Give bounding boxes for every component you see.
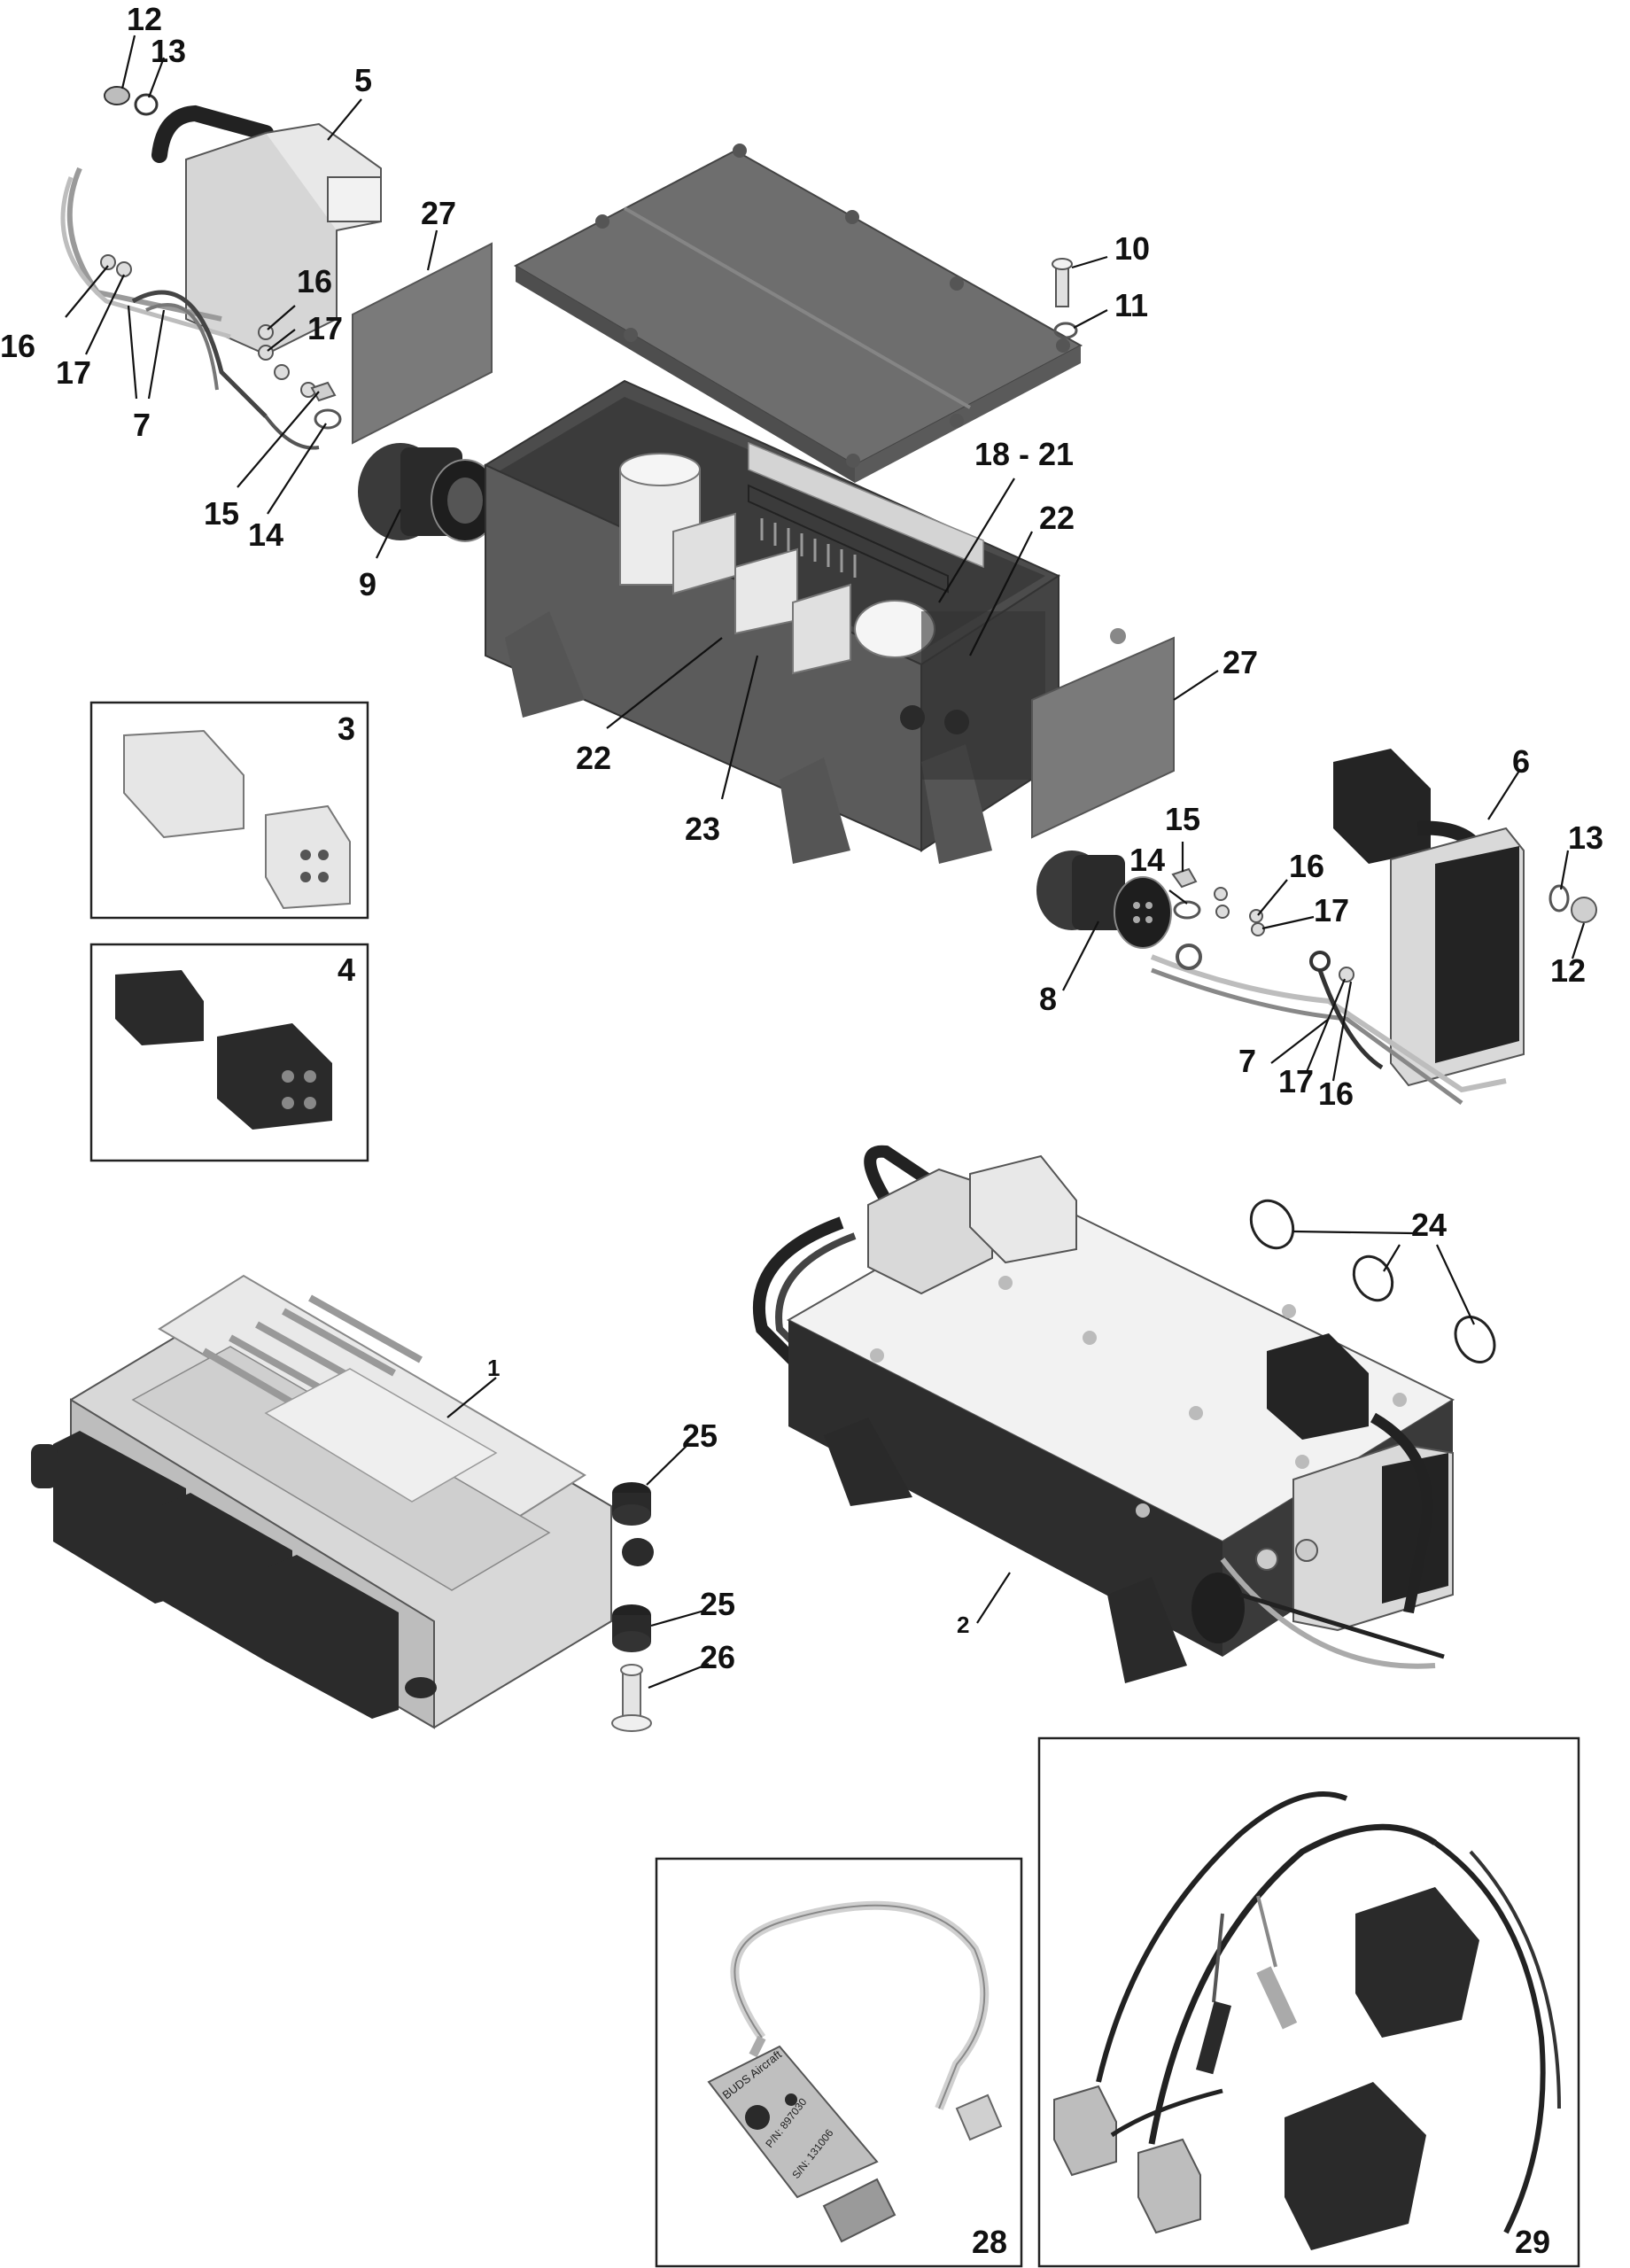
callout-25: 25 — [682, 1418, 718, 1454]
callout-1: 1 — [487, 1355, 500, 1381]
connector-assembly-6 — [1150, 749, 1525, 1106]
callout-18-21: 18 - 21 — [974, 436, 1074, 472]
callout-16: 16 — [0, 328, 35, 364]
callout-7: 7 — [1238, 1043, 1256, 1079]
callout-9: 9 — [359, 566, 376, 602]
inset-box-3 — [89, 701, 369, 920]
callout-8: 8 — [1039, 981, 1057, 1017]
connector-pair-white — [123, 729, 351, 910]
callout-14: 14 — [248, 517, 283, 553]
callout-14: 14 — [1129, 842, 1165, 878]
cable-gland-8 — [1036, 850, 1172, 949]
callout-15: 15 — [1165, 801, 1200, 837]
callout-7: 7 — [133, 407, 151, 443]
connector-assembly-5 — [60, 86, 382, 450]
callout-13: 13 — [151, 33, 186, 69]
callout-12: 12 — [1550, 952, 1586, 989]
inset-box-4 — [89, 943, 369, 1162]
callout-6: 6 — [1512, 743, 1530, 780]
callout-labels: 12 13 5 27 16 16 17 17 7 15 14 9 10 11 1… — [0, 1, 1603, 2260]
leader-lines — [65, 35, 1586, 1689]
callout-3: 3 — [338, 711, 355, 747]
main-housing — [483, 144, 1126, 864]
callout-17: 17 — [307, 310, 343, 346]
callout-29: 29 — [1515, 2224, 1550, 2260]
callout-17: 17 — [1278, 1063, 1314, 1099]
callout-16: 16 — [1289, 848, 1324, 884]
callout-15: 15 — [204, 495, 239, 532]
inset-box-29 — [1037, 1736, 1580, 2268]
callout-23: 23 — [685, 811, 720, 847]
cable-gland-9 — [358, 443, 500, 542]
callout-13: 13 — [1568, 819, 1603, 856]
washers-nuts-right — [1171, 867, 1597, 936]
callout-16: 16 — [297, 263, 332, 299]
ecu-1 — [31, 1274, 654, 1729]
callout-26: 26 — [700, 1639, 735, 1675]
callout-27: 27 — [1222, 644, 1258, 680]
callout-11: 11 — [1114, 287, 1148, 323]
o-rings-24 — [1249, 1199, 1496, 1363]
usb-diagnostic-adapter: BUDS Aircraft P/N: 897030 S/N: 131006 — [707, 1900, 1003, 2243]
callout-27: 27 — [421, 195, 456, 231]
diagnostic-harness — [1053, 1791, 1561, 2250]
gasket-27-left — [352, 242, 493, 445]
assembled-unit-2 — [752, 1145, 1455, 1683]
callout-25: 25 — [700, 1586, 735, 1622]
callout-2: 2 — [957, 1612, 969, 1638]
callout-17: 17 — [1314, 892, 1349, 928]
callout-10: 10 — [1114, 230, 1150, 267]
callout-12: 12 — [127, 1, 162, 37]
callout-4: 4 — [338, 951, 355, 988]
connector-pair-black — [115, 970, 332, 1130]
callout-5: 5 — [354, 62, 372, 98]
callout-28: 28 — [972, 2224, 1007, 2260]
callout-17: 17 — [56, 354, 91, 391]
inset-box-28 — [655, 1857, 1023, 2268]
callout-16: 16 — [1318, 1076, 1354, 1112]
callout-24: 24 — [1411, 1207, 1447, 1243]
screw-10-washer-11 — [1052, 258, 1078, 339]
callout-22: 22 — [1039, 500, 1075, 536]
gasket-27-right — [1031, 636, 1175, 839]
grommets-25-sleeve-26 — [611, 1482, 652, 1732]
callout-22: 22 — [576, 740, 611, 776]
